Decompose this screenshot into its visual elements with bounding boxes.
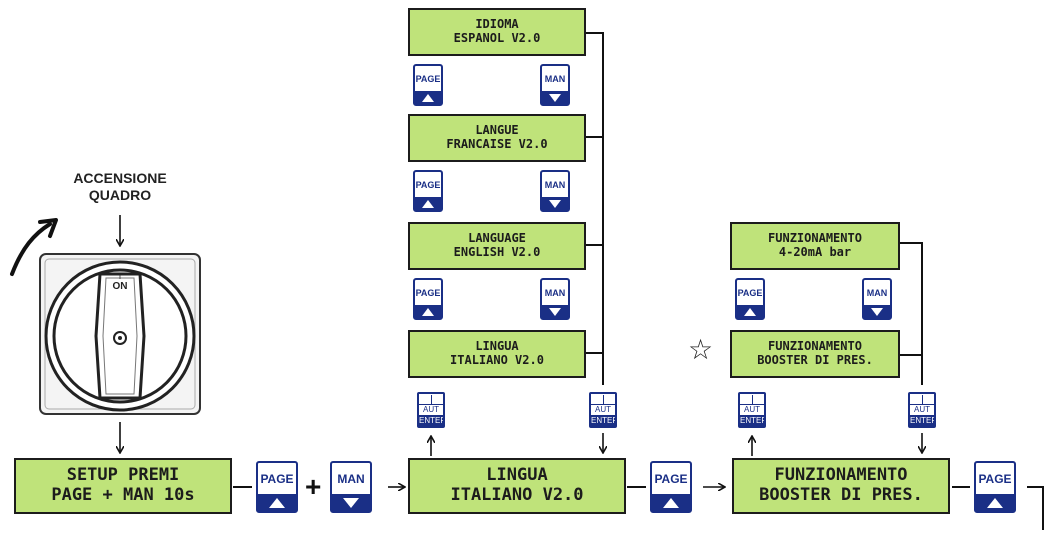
mode-option-4-20ma: FUNZIONAMENTO 4-20mA bar <box>730 222 900 270</box>
man-button-small[interactable]: MAN <box>540 278 570 320</box>
man-button-label: MAN <box>542 66 568 91</box>
setup-display: SETUP PREMI PAGE + MAN 10s <box>14 458 232 514</box>
page-button-label: PAGE <box>258 463 296 494</box>
man-button-label: MAN <box>332 463 370 494</box>
page-button-2[interactable]: PAGE <box>650 461 692 513</box>
lang-line2: ITALIANO V2.0 <box>450 353 544 367</box>
start-label-line2: QUADRO <box>88 186 152 203</box>
arrow-up-icon <box>422 199 434 208</box>
page-button-small[interactable]: PAGE <box>735 278 765 320</box>
page-button-label: PAGE <box>737 280 763 305</box>
mode-line2: BOOSTER DI PRES. <box>757 353 873 367</box>
aut-enter-button[interactable]: AUT ENTER <box>738 392 766 428</box>
man-button-label: MAN <box>864 280 890 305</box>
aut-enter-button[interactable]: AUT ENTER <box>417 392 445 428</box>
funzionamento-display: FUNZIONAMENTO BOOSTER DI PRES. <box>732 458 950 514</box>
setup-line1: SETUP PREMI <box>66 465 180 486</box>
man-button-small[interactable]: MAN <box>540 170 570 212</box>
language-option-italiano: LINGUA ITALIANO V2.0 <box>408 330 586 378</box>
switch-on-label: ON <box>112 281 128 292</box>
page-button-small[interactable]: PAGE <box>413 278 443 320</box>
mode-line1: FUNZIONAMENTO <box>768 339 862 354</box>
arrow-down-icon <box>871 307 883 316</box>
lingua-line1: LINGUA <box>486 465 548 486</box>
language-option-english: LANGUAGE ENGLISH V2.0 <box>408 222 586 270</box>
enter-label: ENTER <box>419 416 445 425</box>
lang-line1: LANGUE <box>475 123 519 138</box>
aut-enter-button[interactable]: AUT ENTER <box>589 392 617 428</box>
aut-label: AUT <box>740 404 764 415</box>
man-button-label: MAN <box>542 172 568 197</box>
enter-label: ENTER <box>591 416 617 425</box>
funzionamento-line1: FUNZIONAMENTO <box>774 465 908 486</box>
lang-line1: LANGUAGE <box>468 231 526 246</box>
lang-line2: ESPANOL V2.0 <box>453 31 541 45</box>
language-option-francaise: LANGUE FRANCAISE V2.0 <box>408 114 586 162</box>
arrow-up-icon <box>422 307 434 316</box>
arrow-up-icon <box>663 497 679 508</box>
funzionamento-line2: BOOSTER DI PRES. <box>759 485 923 505</box>
arrow-down-icon <box>549 93 561 102</box>
page-button-small[interactable]: PAGE <box>413 170 443 212</box>
main-switch[interactable]: I ON <box>38 252 202 416</box>
man-button-small[interactable]: MAN <box>540 64 570 106</box>
plus-sign: + <box>305 471 322 502</box>
man-button[interactable]: MAN <box>330 461 372 513</box>
lingua-display: LINGUA ITALIANO V2.0 <box>408 458 626 514</box>
arrow-up-icon <box>422 93 434 102</box>
man-button-small[interactable]: MAN <box>862 278 892 320</box>
arrow-down-icon <box>343 497 359 508</box>
arrow-down-icon <box>549 199 561 208</box>
lingua-line2: ITALIANO V2.0 <box>450 485 584 505</box>
lang-line1: IDIOMA <box>475 17 519 32</box>
arrow-up-icon <box>744 307 756 316</box>
page-button-label: PAGE <box>415 280 441 305</box>
arrow-up-icon <box>269 497 285 508</box>
aut-label: AUT <box>591 404 615 415</box>
aut-label: AUT <box>419 404 443 415</box>
start-label: ACCENSIONE QUADRO <box>50 170 190 204</box>
lang-line2: ENGLISH V2.0 <box>453 245 541 259</box>
mode-line1: FUNZIONAMENTO <box>768 231 862 246</box>
setup-line2: PAGE + MAN 10s <box>51 485 195 505</box>
man-button-label: MAN <box>542 280 568 305</box>
page-button-label: PAGE <box>415 66 441 91</box>
mode-line2: 4-20mA bar <box>778 245 852 259</box>
star-icon: ☆ <box>688 333 714 366</box>
arrow-down-icon <box>549 307 561 316</box>
start-label-line1: ACCENSIONE <box>73 170 167 186</box>
page-button-label: PAGE <box>415 172 441 197</box>
page-button-label: PAGE <box>976 463 1014 494</box>
page-button[interactable]: PAGE <box>256 461 298 513</box>
enter-label: ENTER <box>910 416 936 425</box>
aut-enter-button[interactable]: AUT ENTER <box>908 392 936 428</box>
mode-option-booster: FUNZIONAMENTO BOOSTER DI PRES. <box>730 330 900 378</box>
lang-line1: LINGUA <box>475 339 519 354</box>
lang-line2: FRANCAISE V2.0 <box>446 137 548 151</box>
page-button-3[interactable]: PAGE <box>974 461 1016 513</box>
switch-on-marker: I <box>118 272 122 281</box>
enter-label: ENTER <box>740 416 766 425</box>
arrow-up-icon <box>987 497 1003 508</box>
rotary-switch-icon <box>39 253 201 415</box>
aut-label: AUT <box>910 404 934 415</box>
page-button-small[interactable]: PAGE <box>413 64 443 106</box>
page-button-label: PAGE <box>652 463 690 494</box>
language-option-espanol: IDIOMA ESPANOL V2.0 <box>408 8 586 56</box>
